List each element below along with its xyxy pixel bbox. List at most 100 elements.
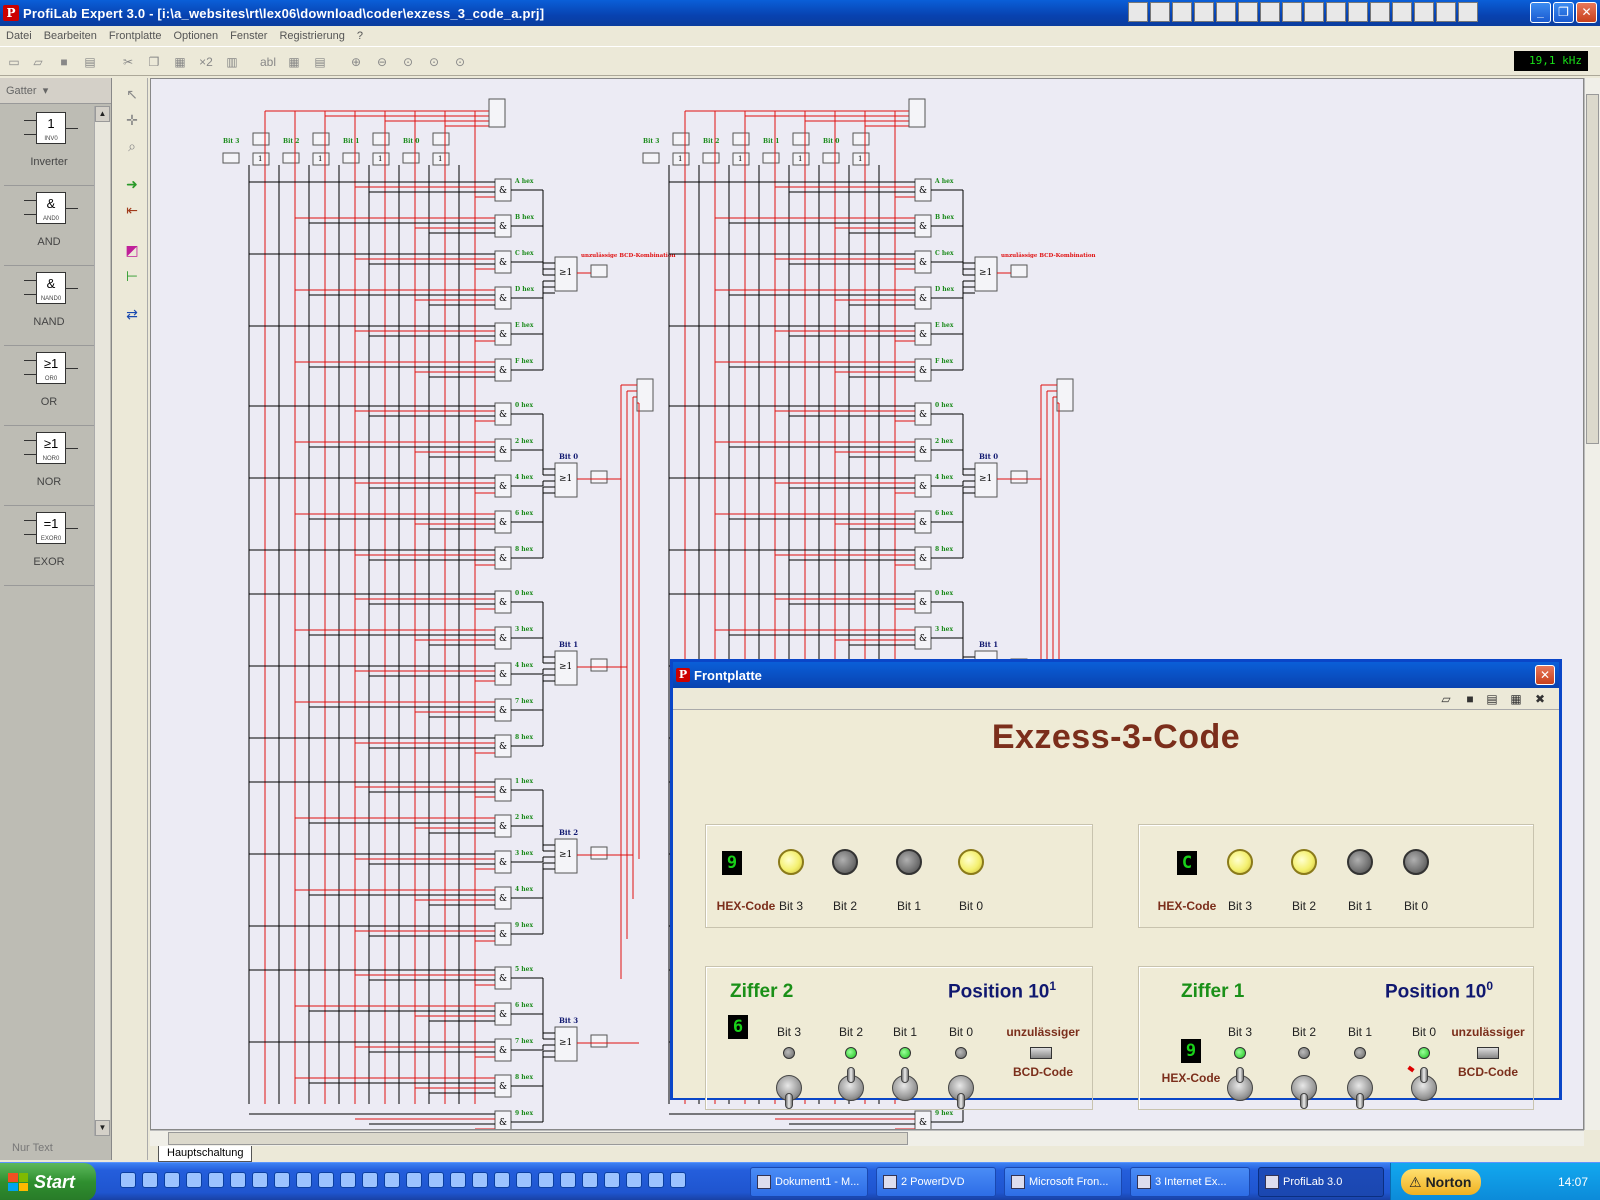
bit3-toggle-switch[interactable] [1227,1067,1253,1115]
zoom-in-icon[interactable]: ⊕ [350,55,362,69]
app-shortcut-icon[interactable] [648,1172,664,1188]
task-dokument1[interactable]: Dokument1 - M... [750,1167,868,1197]
print-icon[interactable]: ▤ [84,55,96,69]
app-shortcut-icon[interactable] [1128,2,1148,22]
bit2-toggle-switch[interactable] [838,1067,864,1115]
app-shortcut-icon[interactable] [164,1172,180,1188]
menu-registrierung[interactable]: Registrierung [279,30,345,42]
app-shortcut-icon[interactable] [516,1172,532,1188]
app-shortcut-icon[interactable] [318,1172,334,1188]
app-shortcut-icon[interactable] [1282,2,1302,22]
menu-optionen[interactable]: Optionen [173,30,219,42]
norton-tray-button[interactable]: ⚠Norton [1401,1169,1481,1195]
bit0-toggle-switch[interactable] [1407,1065,1437,1115]
app-shortcut-icon[interactable] [340,1172,356,1188]
menu-frontplatte[interactable]: Frontplatte [108,30,162,42]
task-internet-explorer[interactable]: 3 Internet Ex... [1130,1167,1250,1197]
app-shortcut-icon[interactable] [582,1172,598,1188]
palette-scrollbar[interactable]: ▲ ▼ [94,106,110,1136]
menu-fenster[interactable]: Fenster [230,30,268,42]
bit0-toggle-switch[interactable] [948,1075,974,1115]
save-icon[interactable]: ■ [60,55,68,69]
magnifier-icon[interactable]: ⌕ [128,138,136,154]
minimize-button[interactable]: _ [1530,2,1551,23]
app-shortcut-icon[interactable] [406,1172,422,1188]
crosshair-icon[interactable]: ✛ [126,112,138,128]
app-shortcut-icon[interactable] [362,1172,378,1188]
hi-lo-icon[interactable]: ◩ [125,242,139,258]
run-arrow-icon[interactable]: ➜ [126,176,138,192]
open-folder-icon[interactable]: ▱ [33,55,43,69]
zoom-page-icon[interactable]: ⊙ [428,55,440,69]
text-tool-button[interactable]: abl [259,55,276,69]
canvas-vertical-scrollbar[interactable] [1584,78,1600,1130]
app-shortcut-icon[interactable] [208,1172,224,1188]
app-shortcut-icon[interactable] [1392,2,1412,22]
bit1-toggle-switch[interactable] [1347,1075,1373,1115]
app-shortcut-icon[interactable] [472,1172,488,1188]
print-icon[interactable]: ▤ [1486,692,1498,706]
app-shortcut-icon[interactable] [1458,2,1478,22]
save-icon[interactable]: ■ [1466,692,1474,706]
app-shortcut-icon[interactable] [1348,2,1368,22]
menu-datei[interactable]: Datei [6,30,32,42]
scroll-down-icon[interactable]: ▼ [95,1120,110,1136]
app-shortcut-icon[interactable] [1216,2,1236,22]
app-shortcut-icon[interactable] [1436,2,1456,22]
app-shortcut-icon[interactable] [1172,2,1192,22]
task-profilab[interactable]: ProfiLab 3.0 [1258,1167,1384,1197]
app-shortcut-icon[interactable] [428,1172,444,1188]
paste-icon[interactable]: ▦ [174,55,186,69]
app-shortcut-icon[interactable] [1304,2,1324,22]
bit3-toggle-switch[interactable] [776,1075,802,1115]
cut-icon[interactable]: ✂ [122,55,134,69]
zoom-fit-icon[interactable]: ⊙ [402,55,414,69]
app-shortcut-icon[interactable] [252,1172,268,1188]
app-shortcut-icon[interactable] [450,1172,466,1188]
app-shortcut-icon[interactable] [604,1172,620,1188]
app-shortcut-icon[interactable] [538,1172,554,1188]
delete-icon[interactable]: ▥ [226,55,238,69]
tab-hauptschaltung[interactable]: Hauptschaltung [158,1146,253,1162]
app-shortcut-icon[interactable] [1150,2,1170,22]
app-shortcut-icon[interactable] [626,1172,642,1188]
open-folder-icon[interactable]: ▱ [1441,692,1451,706]
clipboard-icon[interactable]: ▦ [1510,692,1522,706]
app-shortcut-icon[interactable] [120,1172,136,1188]
stop-arrow-icon[interactable]: ⇤ [126,202,138,218]
start-button[interactable]: Start [0,1163,96,1200]
app-shortcut-icon[interactable] [1238,2,1258,22]
scroll-up-icon[interactable]: ▲ [95,106,110,122]
app-shortcut-icon[interactable] [186,1172,202,1188]
text-only-option[interactable]: Nur Text [12,1142,53,1154]
app-shortcut-icon[interactable] [1260,2,1280,22]
task-microsoft-frontpage[interactable]: Microsoft Fron... [1004,1167,1122,1197]
copy-icon[interactable]: ❐ [148,55,160,69]
canvas-horizontal-scrollbar[interactable] [150,1130,1584,1146]
app-shortcut-icon[interactable] [230,1172,246,1188]
close-button[interactable]: ✕ [1576,2,1597,23]
new-file-icon[interactable]: ▭ [8,55,20,69]
app-shortcut-icon[interactable] [1326,2,1346,22]
menu-help[interactable]: ? [356,30,363,42]
grid-icon[interactable]: ▦ [288,55,300,69]
app-shortcut-icon[interactable] [296,1172,312,1188]
app-shortcut-icon[interactable] [494,1172,510,1188]
duplicate-button[interactable]: ×2 [199,55,213,69]
task-powerdvd[interactable]: 2 PowerDVD [876,1167,996,1197]
zoom-out-icon[interactable]: ⊖ [376,55,388,69]
scroll-thumb[interactable] [168,1132,908,1145]
scroll-thumb[interactable] [1586,94,1599,444]
bit1-toggle-switch[interactable] [892,1067,918,1115]
tools-icon[interactable]: ✖ [1534,692,1546,706]
menu-bearbeiten[interactable]: Bearbeiten [43,30,97,42]
app-shortcut-icon[interactable] [142,1172,158,1188]
pointer-icon[interactable]: ↖ [126,86,138,102]
frontplatte-close-button[interactable]: ✕ [1535,665,1555,685]
